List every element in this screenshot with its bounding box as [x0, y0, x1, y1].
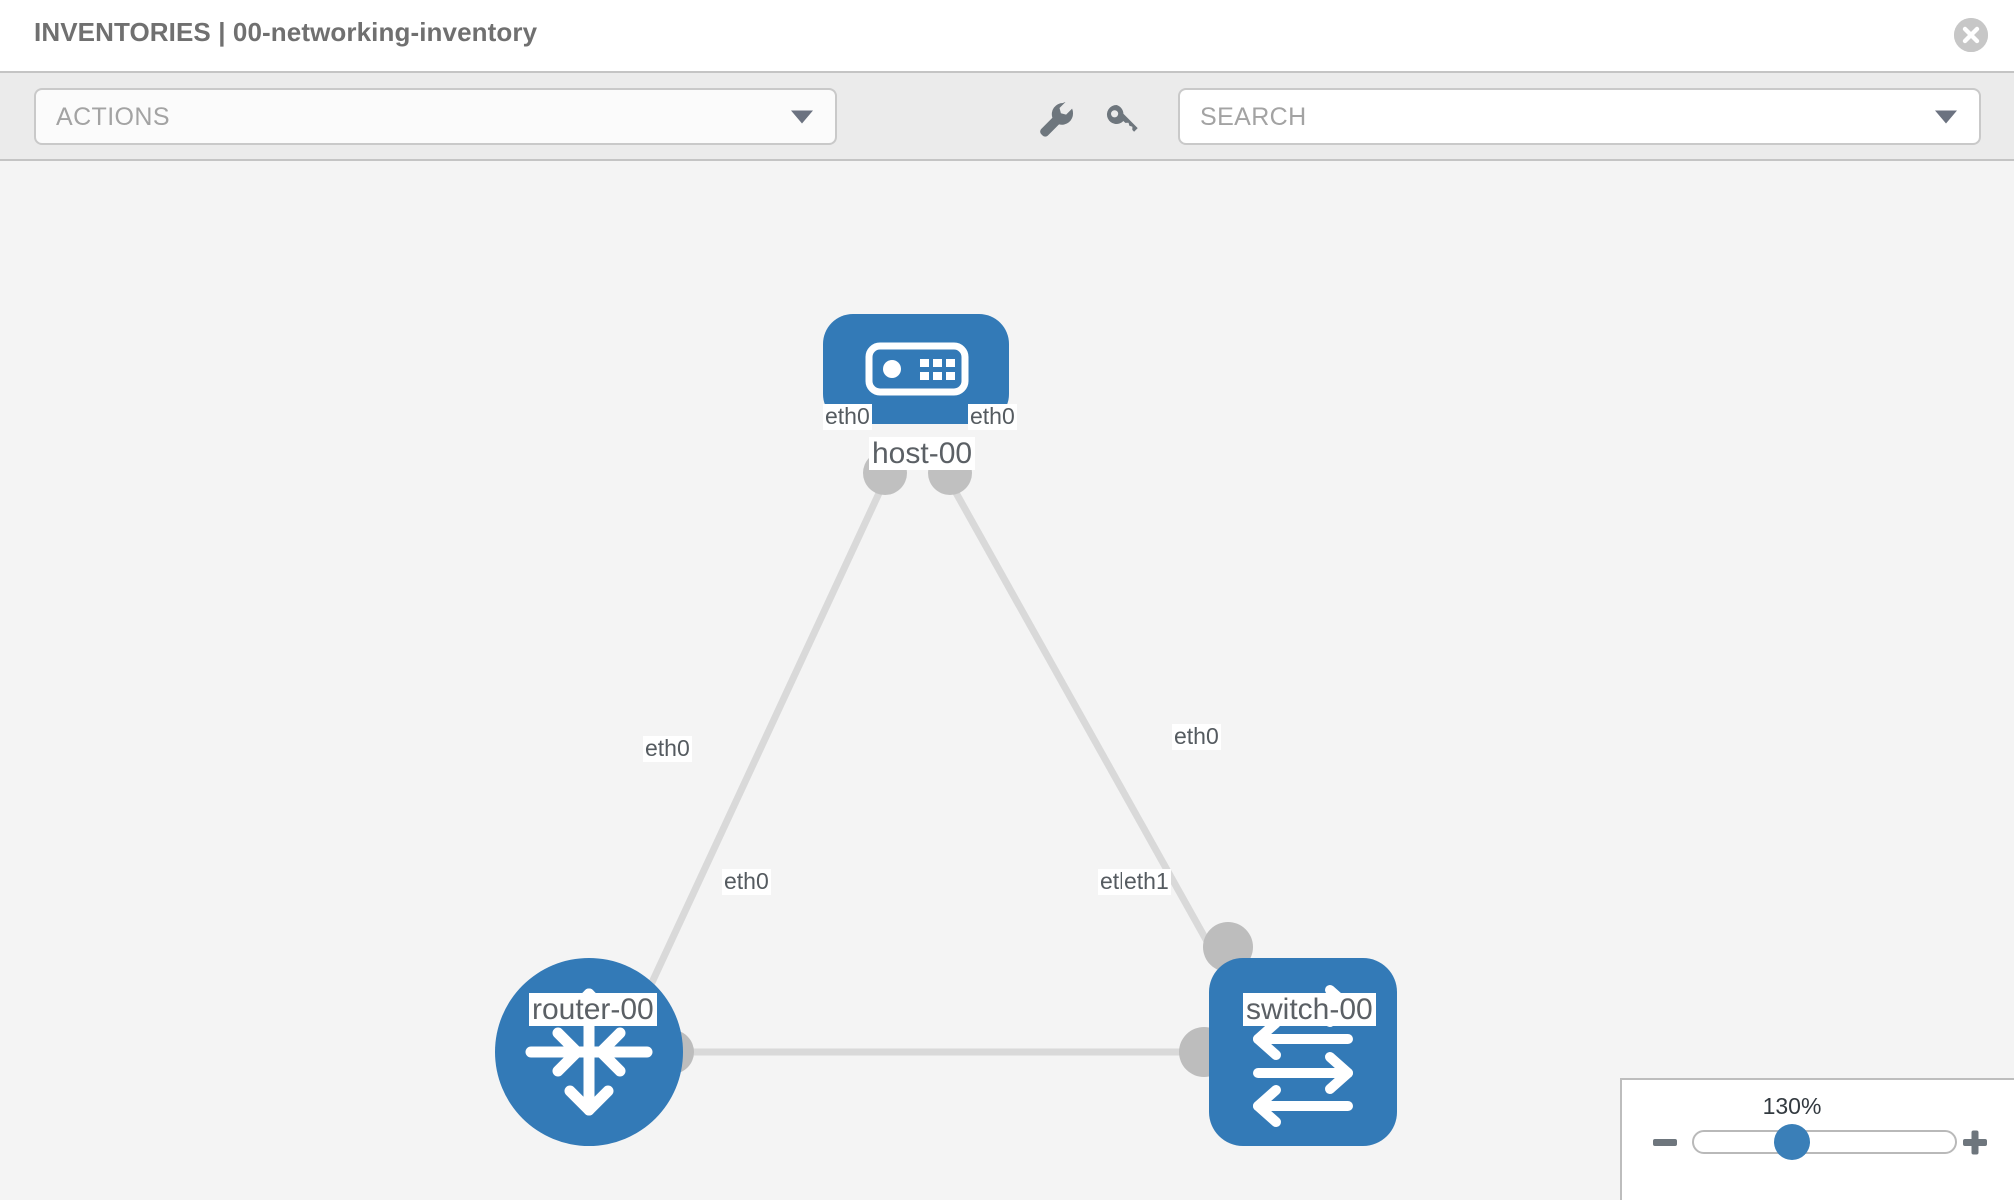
edge-label-switch-left-eth1: eth1 — [1122, 868, 1171, 895]
link-layer — [644, 489, 1222, 1056]
chevron-down-icon — [1935, 110, 1957, 123]
search-input-placeholder: SEARCH — [1200, 103, 1307, 131]
search-input[interactable]: SEARCH — [1178, 88, 1981, 145]
port-layer — [650, 451, 1253, 1077]
key-icon[interactable] — [1100, 95, 1146, 141]
close-icon[interactable] — [1954, 18, 1988, 52]
zoom-slider-thumb[interactable] — [1774, 1124, 1810, 1160]
zoom-control-panel: 130% — [1620, 1078, 2014, 1200]
node-label-router-00: router-00 — [529, 993, 657, 1026]
node-label-host-00: host-00 — [869, 437, 976, 470]
node-router-00[interactable] — [495, 958, 683, 1146]
edge-label-router-right-eth0: eth0 — [722, 868, 771, 895]
page-title: INVENTORIES | 00-networking-inventory — [34, 17, 538, 47]
wrench-icon[interactable] — [1031, 95, 1077, 141]
edge-label-host-switch-eth0: eth0 — [968, 403, 1017, 430]
zoom-percent-label: 130% — [1762, 1093, 1822, 1119]
node-label-switch-00: switch-00 — [1243, 993, 1376, 1026]
actions-dropdown[interactable]: ACTIONS — [34, 88, 837, 145]
zoom-slider-track[interactable] — [1692, 1130, 1957, 1154]
topology-canvas[interactable]: eth0 eth0 eth0 eth0 eth0 eth0 eth1 host-… — [0, 161, 2014, 1200]
toolbar: ACTIONS SEARCH — [0, 71, 2014, 161]
chevron-down-icon — [791, 110, 813, 123]
actions-dropdown-label: ACTIONS — [56, 103, 170, 131]
node-switch-00[interactable] — [1209, 958, 1397, 1146]
link-host-switch[interactable] — [951, 489, 1222, 963]
edge-label-router-up-eth0: eth0 — [643, 735, 692, 762]
server-icon — [865, 342, 969, 396]
node-host-00[interactable] — [823, 314, 1009, 424]
zoom-out-icon[interactable] — [1650, 1127, 1680, 1157]
link-host-router[interactable] — [644, 489, 884, 993]
topology-graph — [495, 314, 1397, 1146]
zoom-in-icon[interactable] — [1960, 1127, 1990, 1157]
page-header: INVENTORIES | 00-networking-inventory — [0, 0, 2014, 71]
edge-label-host-router-eth0: eth0 — [823, 403, 872, 430]
edge-label-switch-up-eth0: eth0 — [1172, 723, 1221, 750]
